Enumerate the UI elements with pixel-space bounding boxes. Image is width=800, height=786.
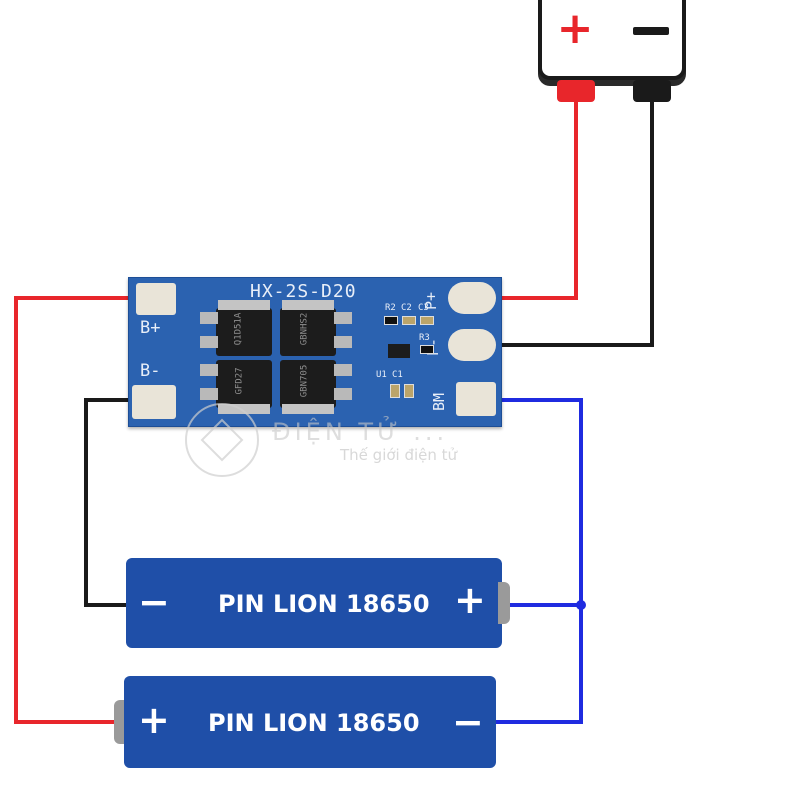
comp-c3-label: C3 — [418, 303, 429, 313]
mosfet-3-marking: GFD27 — [234, 367, 245, 395]
black-wire-battery — [84, 398, 150, 607]
capacitor-c2 — [402, 316, 416, 325]
ic-u1 — [388, 344, 410, 358]
battery-2-minus: − — [452, 700, 484, 744]
red-wire-battery — [14, 296, 150, 724]
pad-b-plus-label: B+ — [140, 318, 161, 338]
pad-bm-label: BM — [430, 392, 449, 412]
load-minus-sign — [633, 27, 669, 35]
black-wire-load — [480, 98, 654, 347]
battery-1-minus: − — [138, 580, 170, 624]
load-terminal-minus — [633, 80, 671, 102]
battery-1 — [126, 558, 502, 648]
battery-2-label: PIN LION 18650 — [208, 709, 420, 737]
pad-b-minus — [132, 385, 176, 419]
blue-wire-bm — [484, 398, 583, 724]
watermark-line2: Thế giới điện tử — [340, 446, 458, 464]
pad-p-minus — [448, 329, 496, 361]
watermark-logo-icon — [185, 403, 259, 477]
board-model-label: HX-2S-D20 — [250, 281, 357, 302]
mosfet-1-marking: Q1D51A — [233, 312, 244, 346]
load-device — [538, 0, 686, 80]
mosfet-2 — [280, 308, 336, 356]
pad-bm — [456, 382, 496, 416]
load-terminal-plus — [557, 80, 595, 102]
battery-1-plus: + — [454, 578, 486, 622]
mosfet-2-marking: GBNHS2 — [299, 312, 310, 346]
comp-r3-label: R3 — [419, 333, 430, 343]
comp-r2-label: R2 — [385, 303, 396, 313]
mosfet-4-marking: GBN705 — [299, 364, 310, 398]
pad-b-plus — [136, 283, 176, 315]
battery-1-cap — [498, 582, 510, 624]
battery-2 — [124, 676, 496, 768]
capacitor-c1 — [390, 384, 400, 398]
battery-2-plus: + — [138, 698, 170, 742]
watermark-line1: ĐIỆN TỬ ... — [272, 418, 449, 446]
pad-p-plus — [448, 282, 496, 314]
comp-c1-label: C1 — [392, 370, 403, 380]
pad-b-minus-label: B- — [140, 361, 161, 381]
mosfet-1 — [216, 308, 272, 356]
battery-1-label: PIN LION 18650 — [218, 590, 430, 618]
resistor-r2 — [384, 316, 398, 325]
junction-dot — [576, 600, 586, 610]
red-wire-load — [480, 98, 578, 300]
mosfet-3 — [216, 360, 272, 408]
capacitor-c1b — [404, 384, 414, 398]
mosfet-4 — [280, 360, 336, 408]
capacitor-c3 — [420, 316, 434, 325]
load-plus-sign: + — [556, 3, 594, 54]
comp-c2-label: C2 — [401, 303, 412, 313]
resistor-r3 — [420, 345, 434, 354]
comp-u1-label: U1 — [376, 370, 387, 380]
